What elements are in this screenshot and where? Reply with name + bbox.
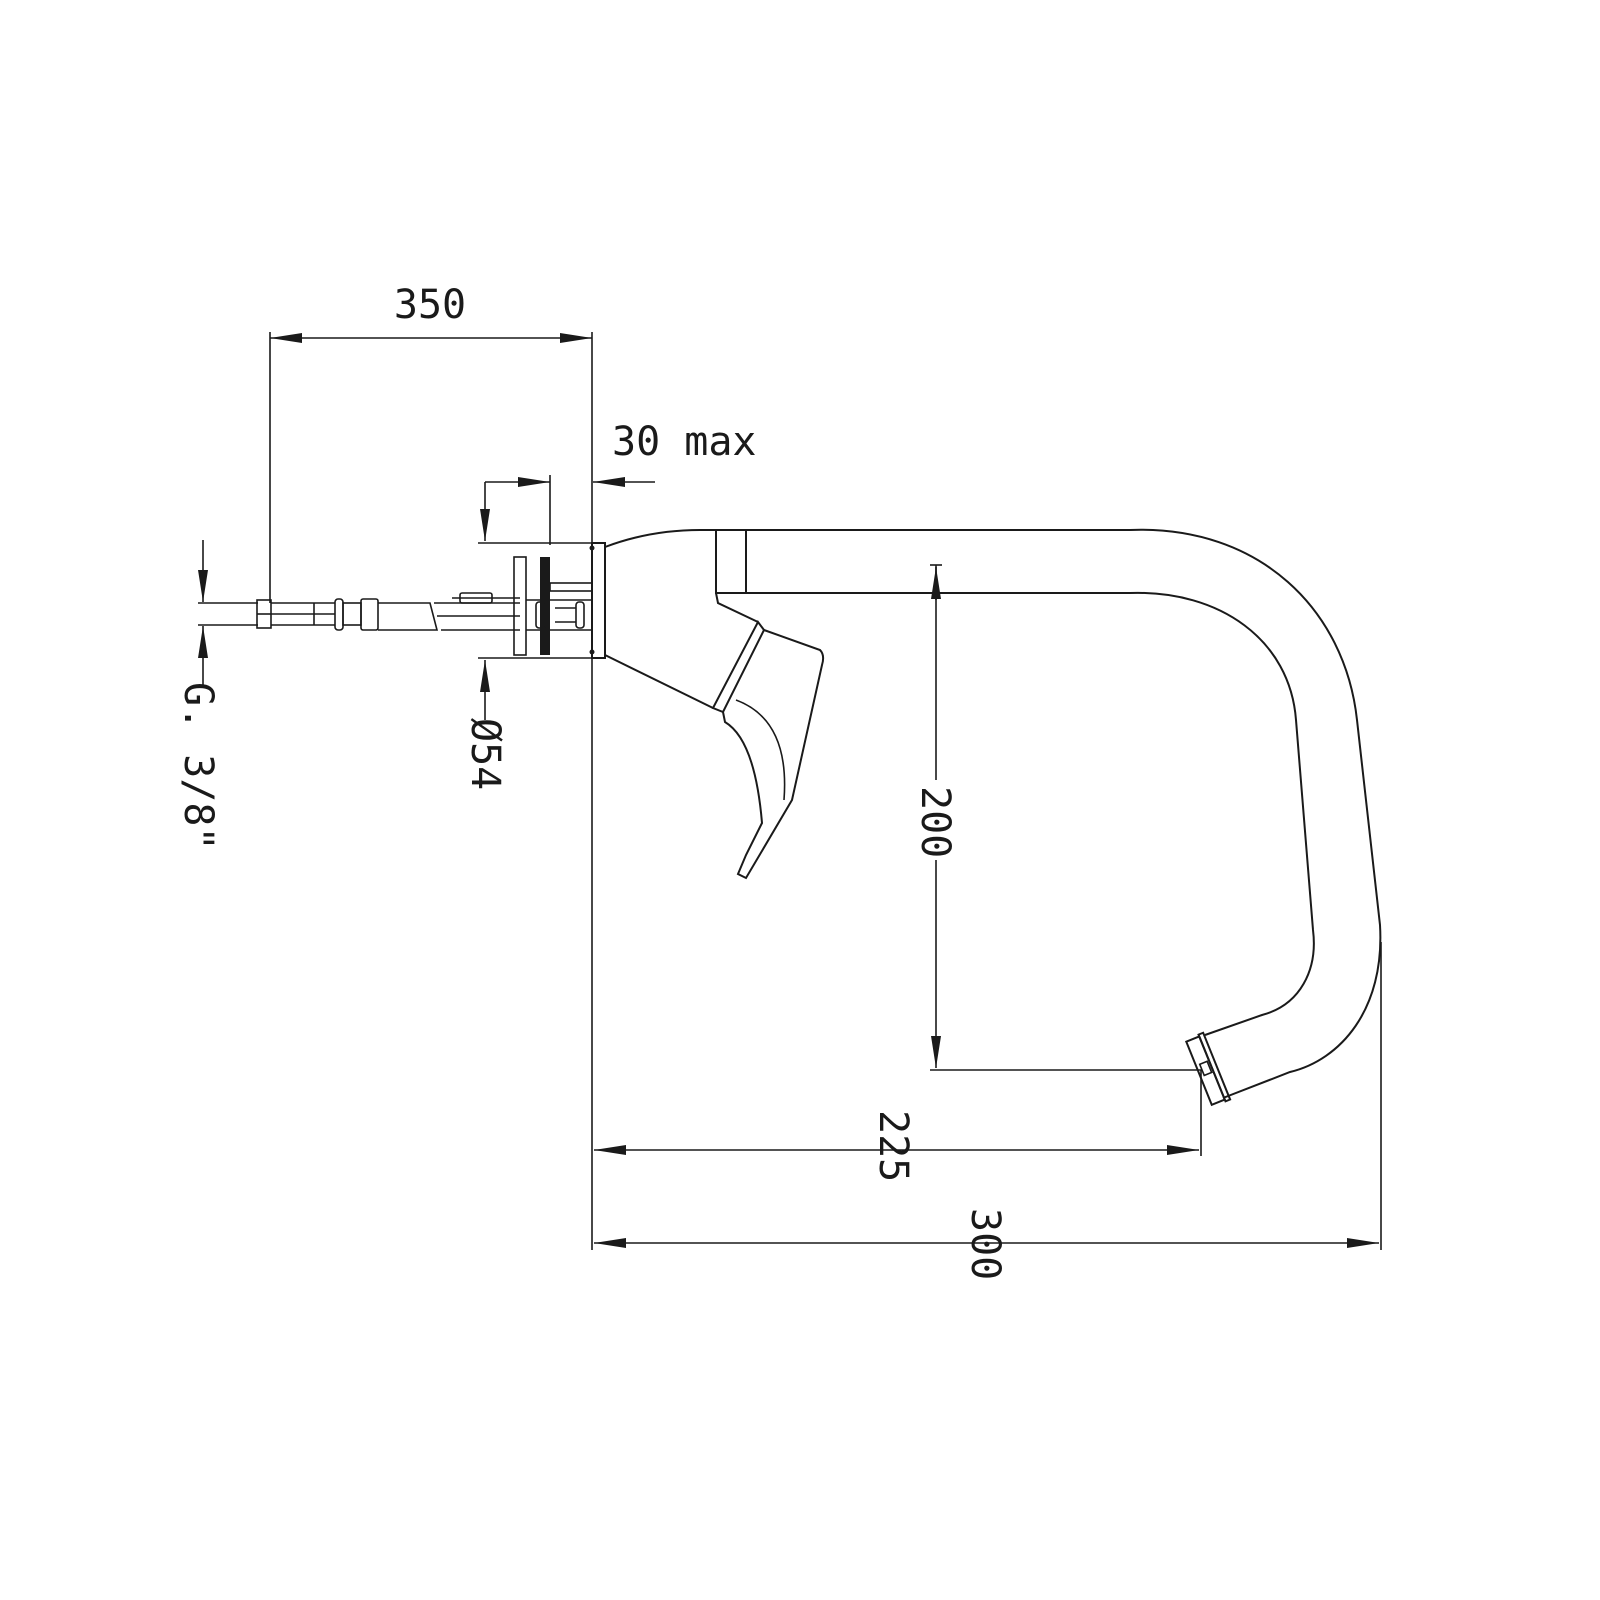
dimension-label-30-max: 30 max xyxy=(612,419,757,465)
dimension-label-225: 225 xyxy=(870,1110,916,1182)
lever-handle xyxy=(711,592,825,880)
spout xyxy=(1129,528,1382,1107)
dimension-300: 300 xyxy=(594,942,1382,1280)
dimension-label-350: 350 xyxy=(394,282,466,328)
dimension-350: 350 xyxy=(269,282,593,1250)
dimension-label-300: 300 xyxy=(962,1208,1008,1280)
dimension-30-max: 30 max xyxy=(485,419,757,545)
dimension-label-diameter-54: Ø54 xyxy=(462,718,508,790)
dimension-thread: G. 3/8" xyxy=(175,540,258,851)
dimension-label-thread: G. 3/8" xyxy=(175,682,221,851)
aerator-nozzle xyxy=(1184,1031,1232,1107)
dimension-225: 225 xyxy=(594,1070,1202,1182)
dimension-diameter-54: Ø54 xyxy=(462,482,605,790)
supply-hose xyxy=(256,556,593,656)
faucet-body xyxy=(589,529,1130,709)
dimension-label-200: 200 xyxy=(912,786,958,858)
dimension-200: 200 xyxy=(912,564,1202,1071)
